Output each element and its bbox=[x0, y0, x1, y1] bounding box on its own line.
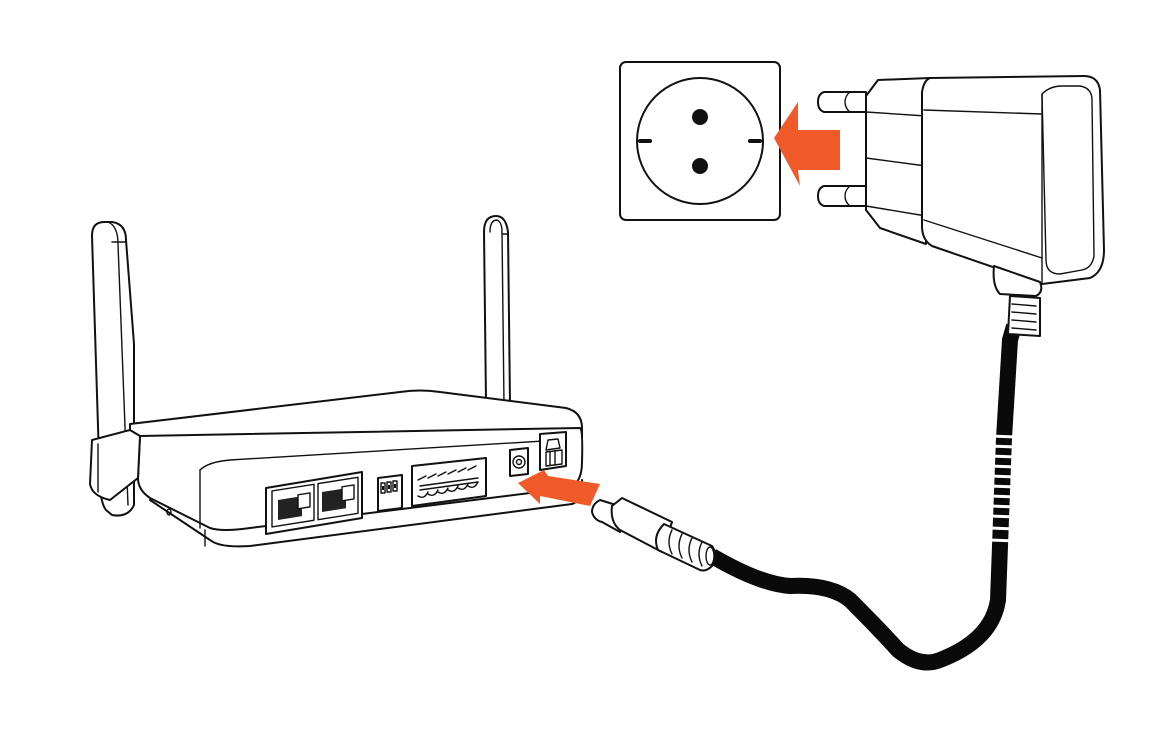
rj11-port bbox=[539, 431, 567, 471]
arrow-to-socket-icon bbox=[774, 102, 840, 186]
ethernet-port-2 bbox=[317, 476, 359, 521]
dip-switch-block bbox=[377, 474, 403, 512]
socket-hole-bottom bbox=[692, 158, 708, 174]
router-icon bbox=[89, 215, 584, 548]
power-socket-icon bbox=[619, 61, 781, 221]
dc-power-jack bbox=[509, 447, 529, 477]
ethernet-ports bbox=[265, 471, 363, 535]
dc-plug-icon bbox=[591, 323, 1022, 671]
arrow-to-router-icon bbox=[518, 470, 600, 506]
status-led-icon bbox=[166, 508, 172, 516]
power-cable bbox=[707, 323, 1022, 671]
antenna-right-icon bbox=[483, 215, 511, 405]
adapter-prongs bbox=[817, 91, 867, 207]
terminal-block bbox=[411, 457, 487, 507]
power-adapter-icon bbox=[817, 75, 1105, 337]
ethernet-port-1 bbox=[271, 483, 315, 528]
socket-hole-top bbox=[692, 109, 708, 125]
cable-stripes bbox=[989, 434, 1017, 543]
